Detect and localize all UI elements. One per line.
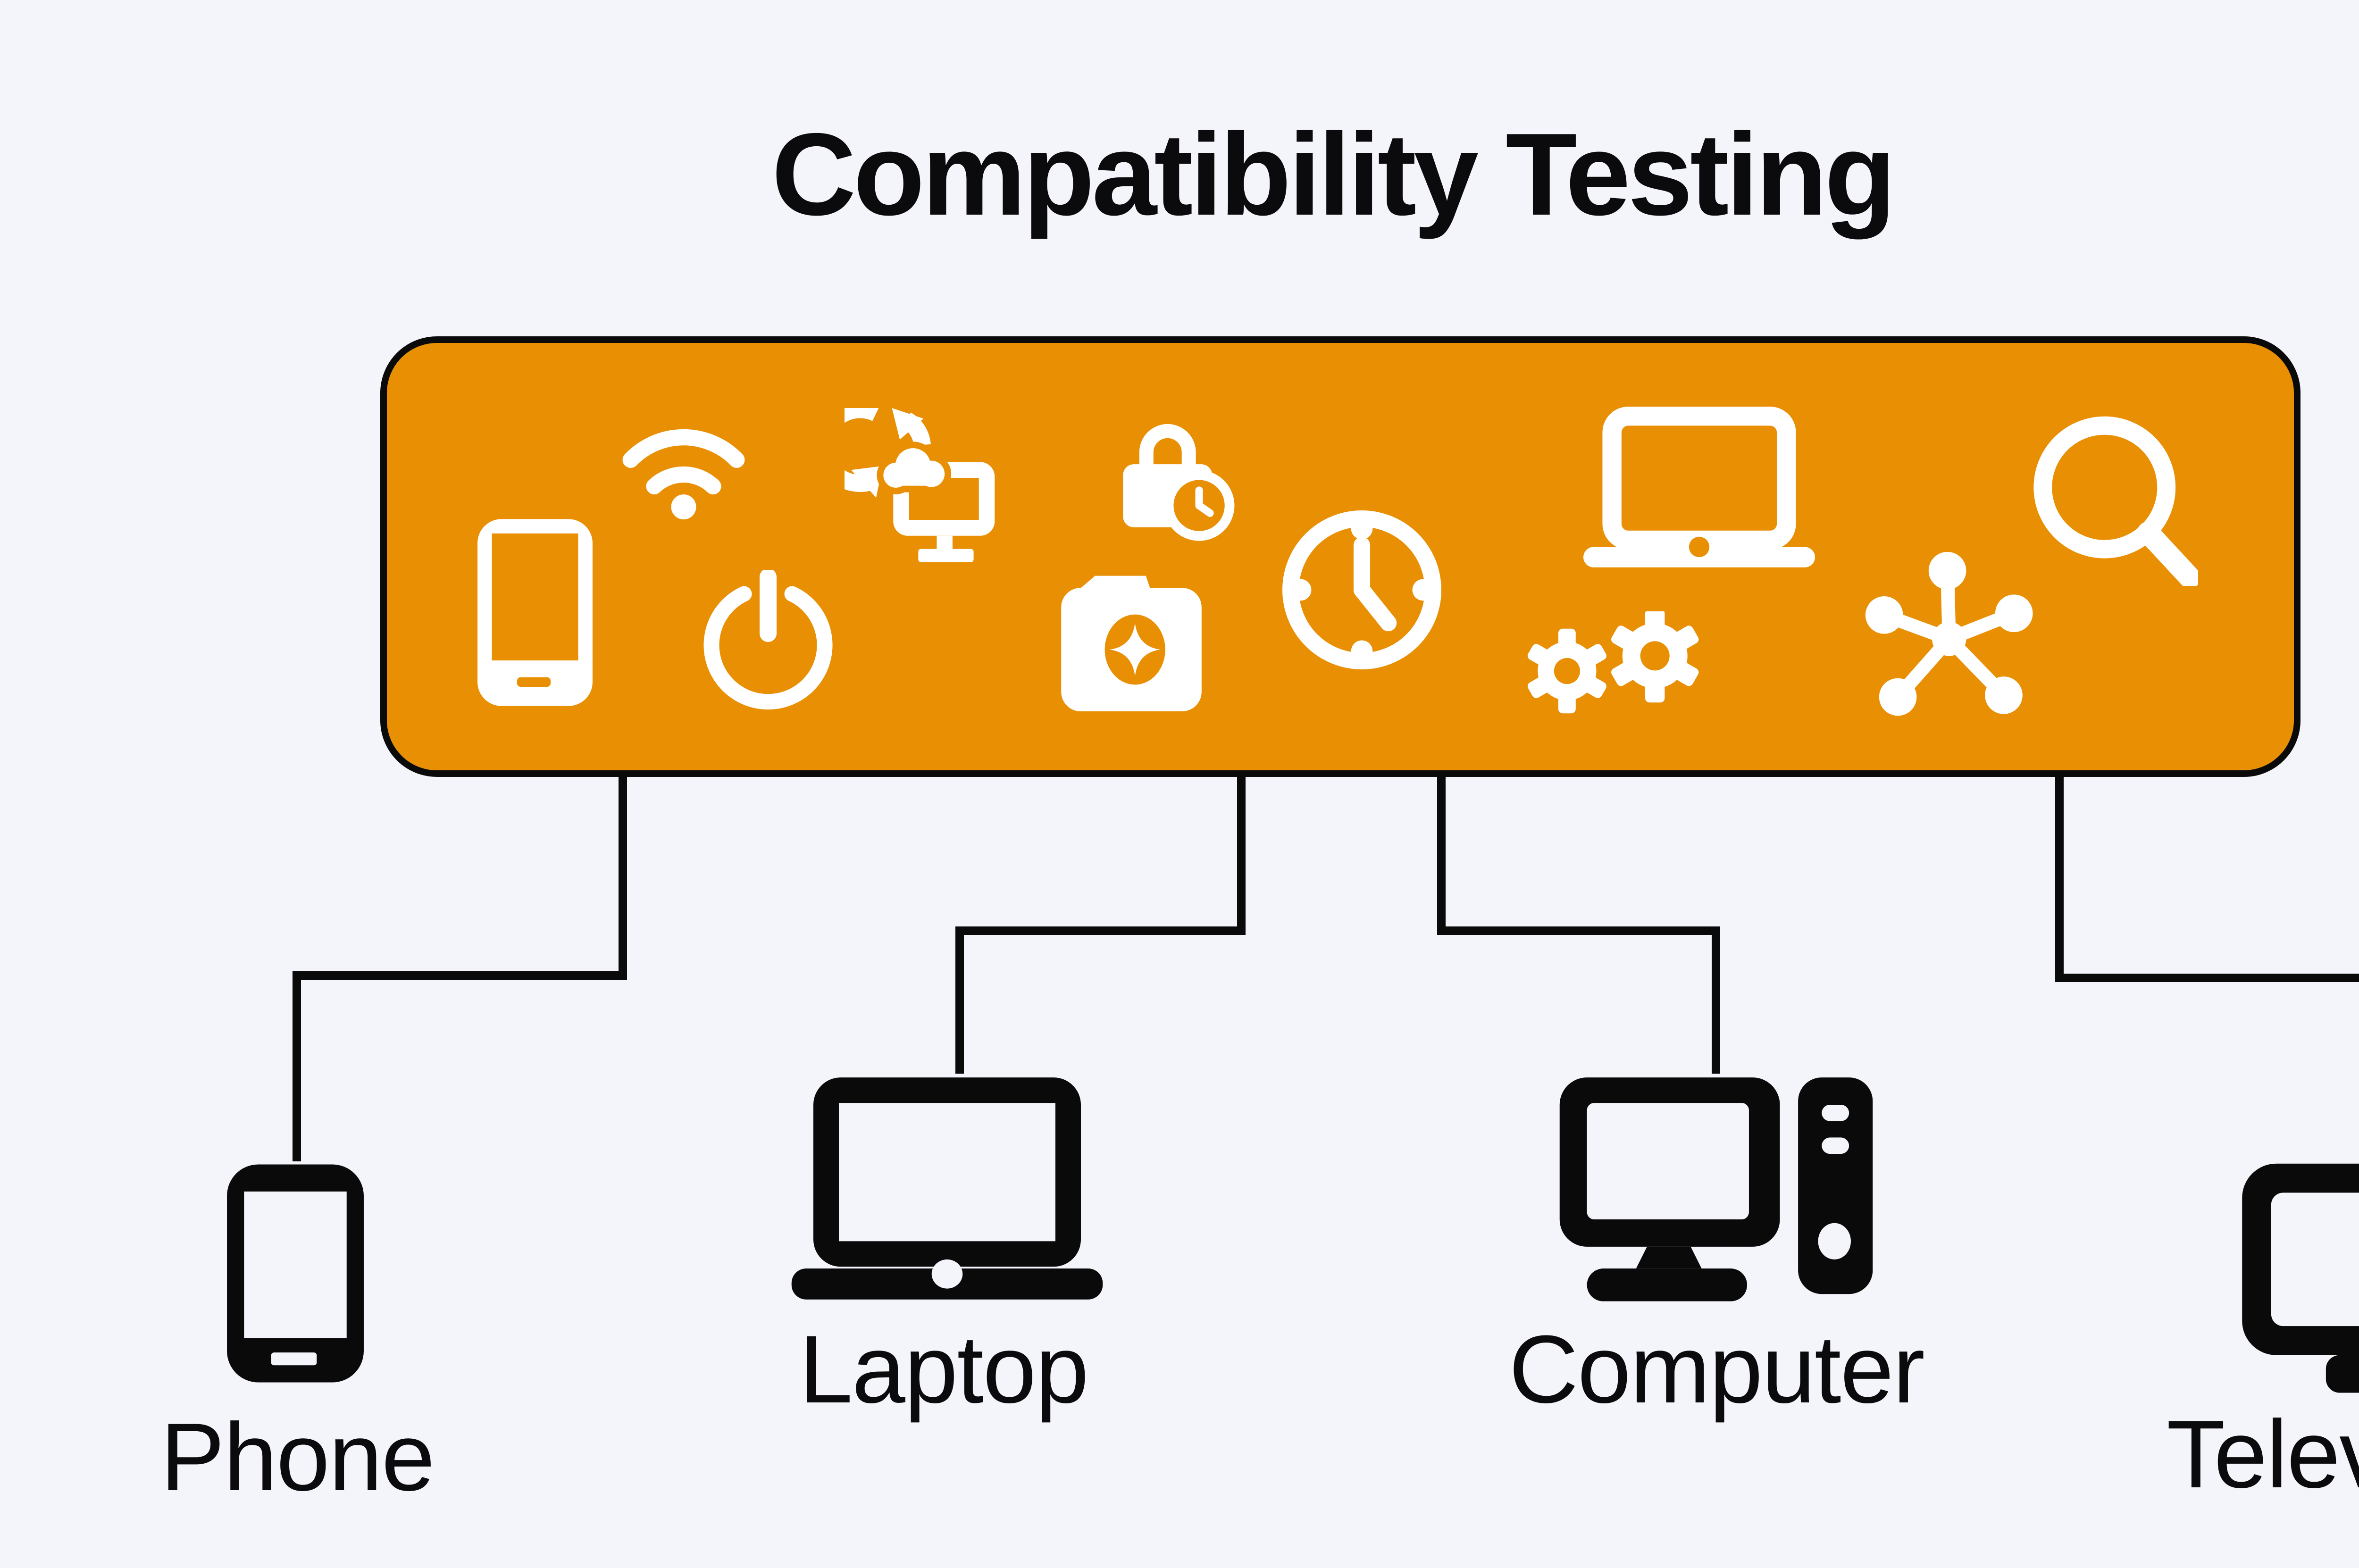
television-connector-line — [2055, 773, 2064, 982]
power-icon — [697, 570, 839, 711]
computer-connector-line — [1712, 926, 1720, 1074]
clock-icon — [1279, 507, 1445, 673]
device-label-laptop: Laptop — [799, 1316, 1089, 1423]
network-icon — [1860, 547, 2040, 717]
laptop-connector-line — [955, 926, 964, 1074]
computer-connector-line — [1437, 926, 1720, 935]
laptop-icon — [1583, 404, 1815, 567]
computer-icon — [1556, 1074, 1876, 1301]
smartphone-icon — [475, 517, 595, 709]
screen-sync-icon — [845, 408, 1003, 566]
laptop-connector-line — [1237, 773, 1246, 935]
phone-connector-line — [619, 773, 627, 980]
camera-icon — [1059, 575, 1204, 714]
television-icon — [2239, 1160, 2359, 1393]
lock-clock-icon — [1119, 407, 1236, 542]
page-title: Compatibility Testing — [771, 108, 1896, 240]
testing-feature-panel — [380, 336, 2300, 777]
laptop-connector-line — [955, 926, 1246, 935]
laptop-icon — [788, 1074, 1106, 1301]
device-label-computer: Computer — [1509, 1316, 1925, 1423]
phone-connector-line — [293, 971, 301, 1161]
television-connector-line — [2055, 974, 2359, 982]
phone-connector-line — [293, 971, 627, 980]
gears-icon — [1526, 611, 1699, 720]
search-icon — [2031, 416, 2198, 586]
phone-icon — [224, 1161, 367, 1385]
computer-connector-line — [1437, 773, 1446, 935]
wifi-icon — [610, 416, 757, 522]
device-label-television: Television — [2167, 1401, 2359, 1508]
device-label-phone: Phone — [160, 1403, 435, 1511]
